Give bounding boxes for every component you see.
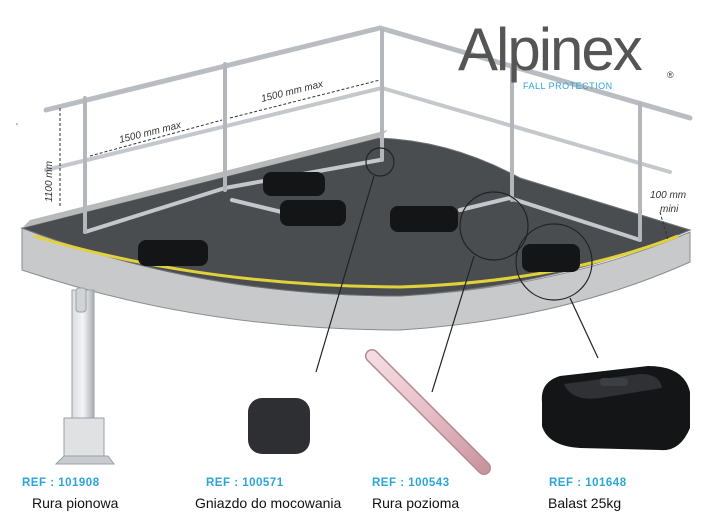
- dim-height-label: 1100 mm: [44, 161, 55, 202]
- horizontal-pipe-product: [365, 349, 491, 475]
- vertical-post-product: [54, 287, 115, 465]
- product-ref-3: REF : 100543: [372, 477, 450, 489]
- edge-mark: ': [16, 122, 18, 133]
- product-name-1: Rura pionowa: [32, 495, 119, 511]
- brand-logo-word: Alpinex: [458, 16, 643, 83]
- dim-span-right-label: 1500 mm max: [260, 79, 325, 105]
- product-name-3: Rura pozioma: [372, 495, 460, 511]
- product-name-2: Gniazdo do mocowania: [195, 495, 342, 511]
- product-name-4: Balast 25kg: [548, 495, 622, 511]
- product-ref-1: REF : 101908: [22, 477, 100, 489]
- ballast-product: [541, 366, 690, 451]
- brand-logo-tagline: FALL PROTECTION: [523, 81, 613, 91]
- dim-edge-offset-note: mini: [660, 204, 679, 215]
- dim-edge-offset-label: 100 mm: [650, 190, 686, 201]
- roof-edge: [22, 130, 388, 228]
- product-ref-2: REF : 100571: [206, 477, 284, 489]
- mounting-socket-product: [248, 398, 310, 454]
- leader-lines: [315, 175, 599, 393]
- detail-circles: [365, 147, 593, 301]
- registered-mark: ®: [667, 70, 674, 80]
- roof-ballasts: [138, 172, 580, 272]
- vertical-posts: [83, 28, 642, 242]
- dimension-lines: [59, 79, 669, 241]
- product-ref-4: REF : 101648: [549, 477, 627, 489]
